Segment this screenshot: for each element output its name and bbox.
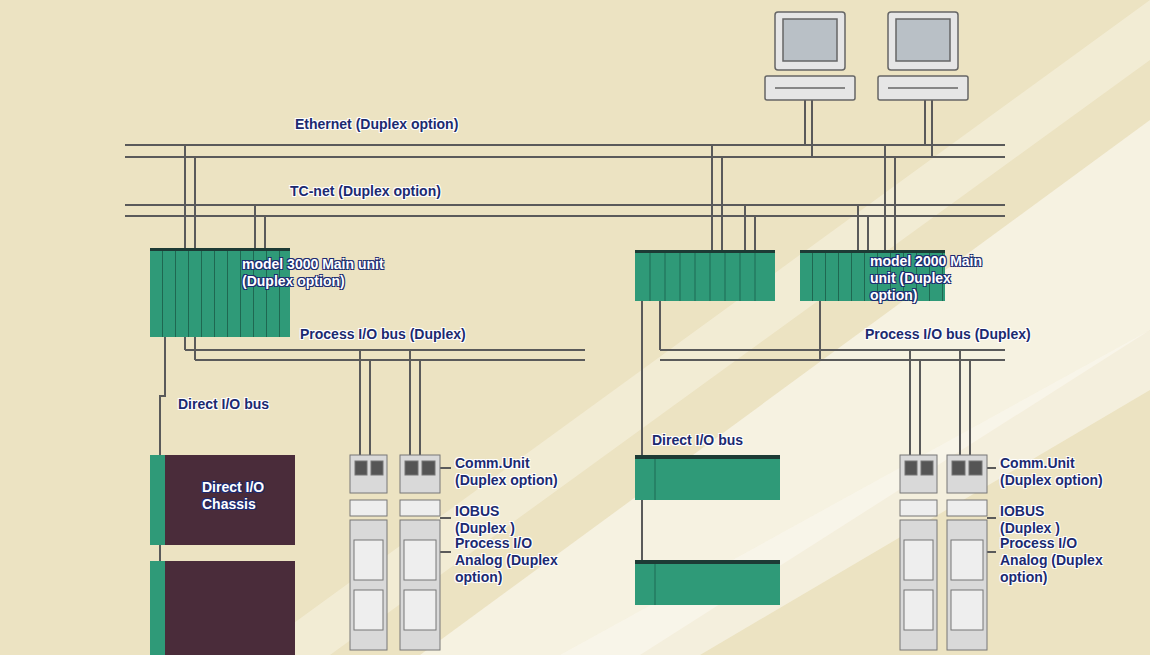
bus-label: Ethernet (Duplex option) bbox=[295, 116, 555, 133]
direct-io-chassis: Direct I/O Chassis bbox=[150, 455, 296, 545]
main-unit: model 3000 Main unit (Duplex option) bbox=[150, 248, 406, 337]
bus-label: Process I/O bus (Duplex) bbox=[865, 326, 1095, 343]
callout-label: IOBUS (Duplex ) bbox=[1000, 503, 1075, 537]
callout-label: Process I/O Analog (Duplex option) bbox=[455, 535, 580, 586]
callout-label: Process I/O Analog (Duplex option) bbox=[1000, 535, 1125, 586]
bus-connector bbox=[160, 337, 165, 455]
callout-label: IOBUS (Duplex ) bbox=[455, 503, 530, 537]
node-text: model 2000 Main unit (Duplex option) bbox=[870, 253, 988, 304]
node-text: model 3000 Main unit (Duplex option) bbox=[242, 256, 402, 290]
node-text: Direct I/O Chassis bbox=[202, 479, 292, 513]
bus-label: Process I/O bus (Duplex) bbox=[300, 326, 530, 343]
callout-label: Comm.Unit (Duplex option) bbox=[1000, 455, 1118, 489]
bus-label: TC-net (Duplex option) bbox=[290, 183, 550, 200]
callout-label: Comm.Unit (Duplex option) bbox=[455, 455, 573, 489]
main-unit: model 2000 Main unit (Duplex option) bbox=[800, 250, 992, 308]
bus-label: Direct I/O bus bbox=[178, 396, 328, 413]
bus-label: Direct I/O bus bbox=[652, 432, 802, 449]
